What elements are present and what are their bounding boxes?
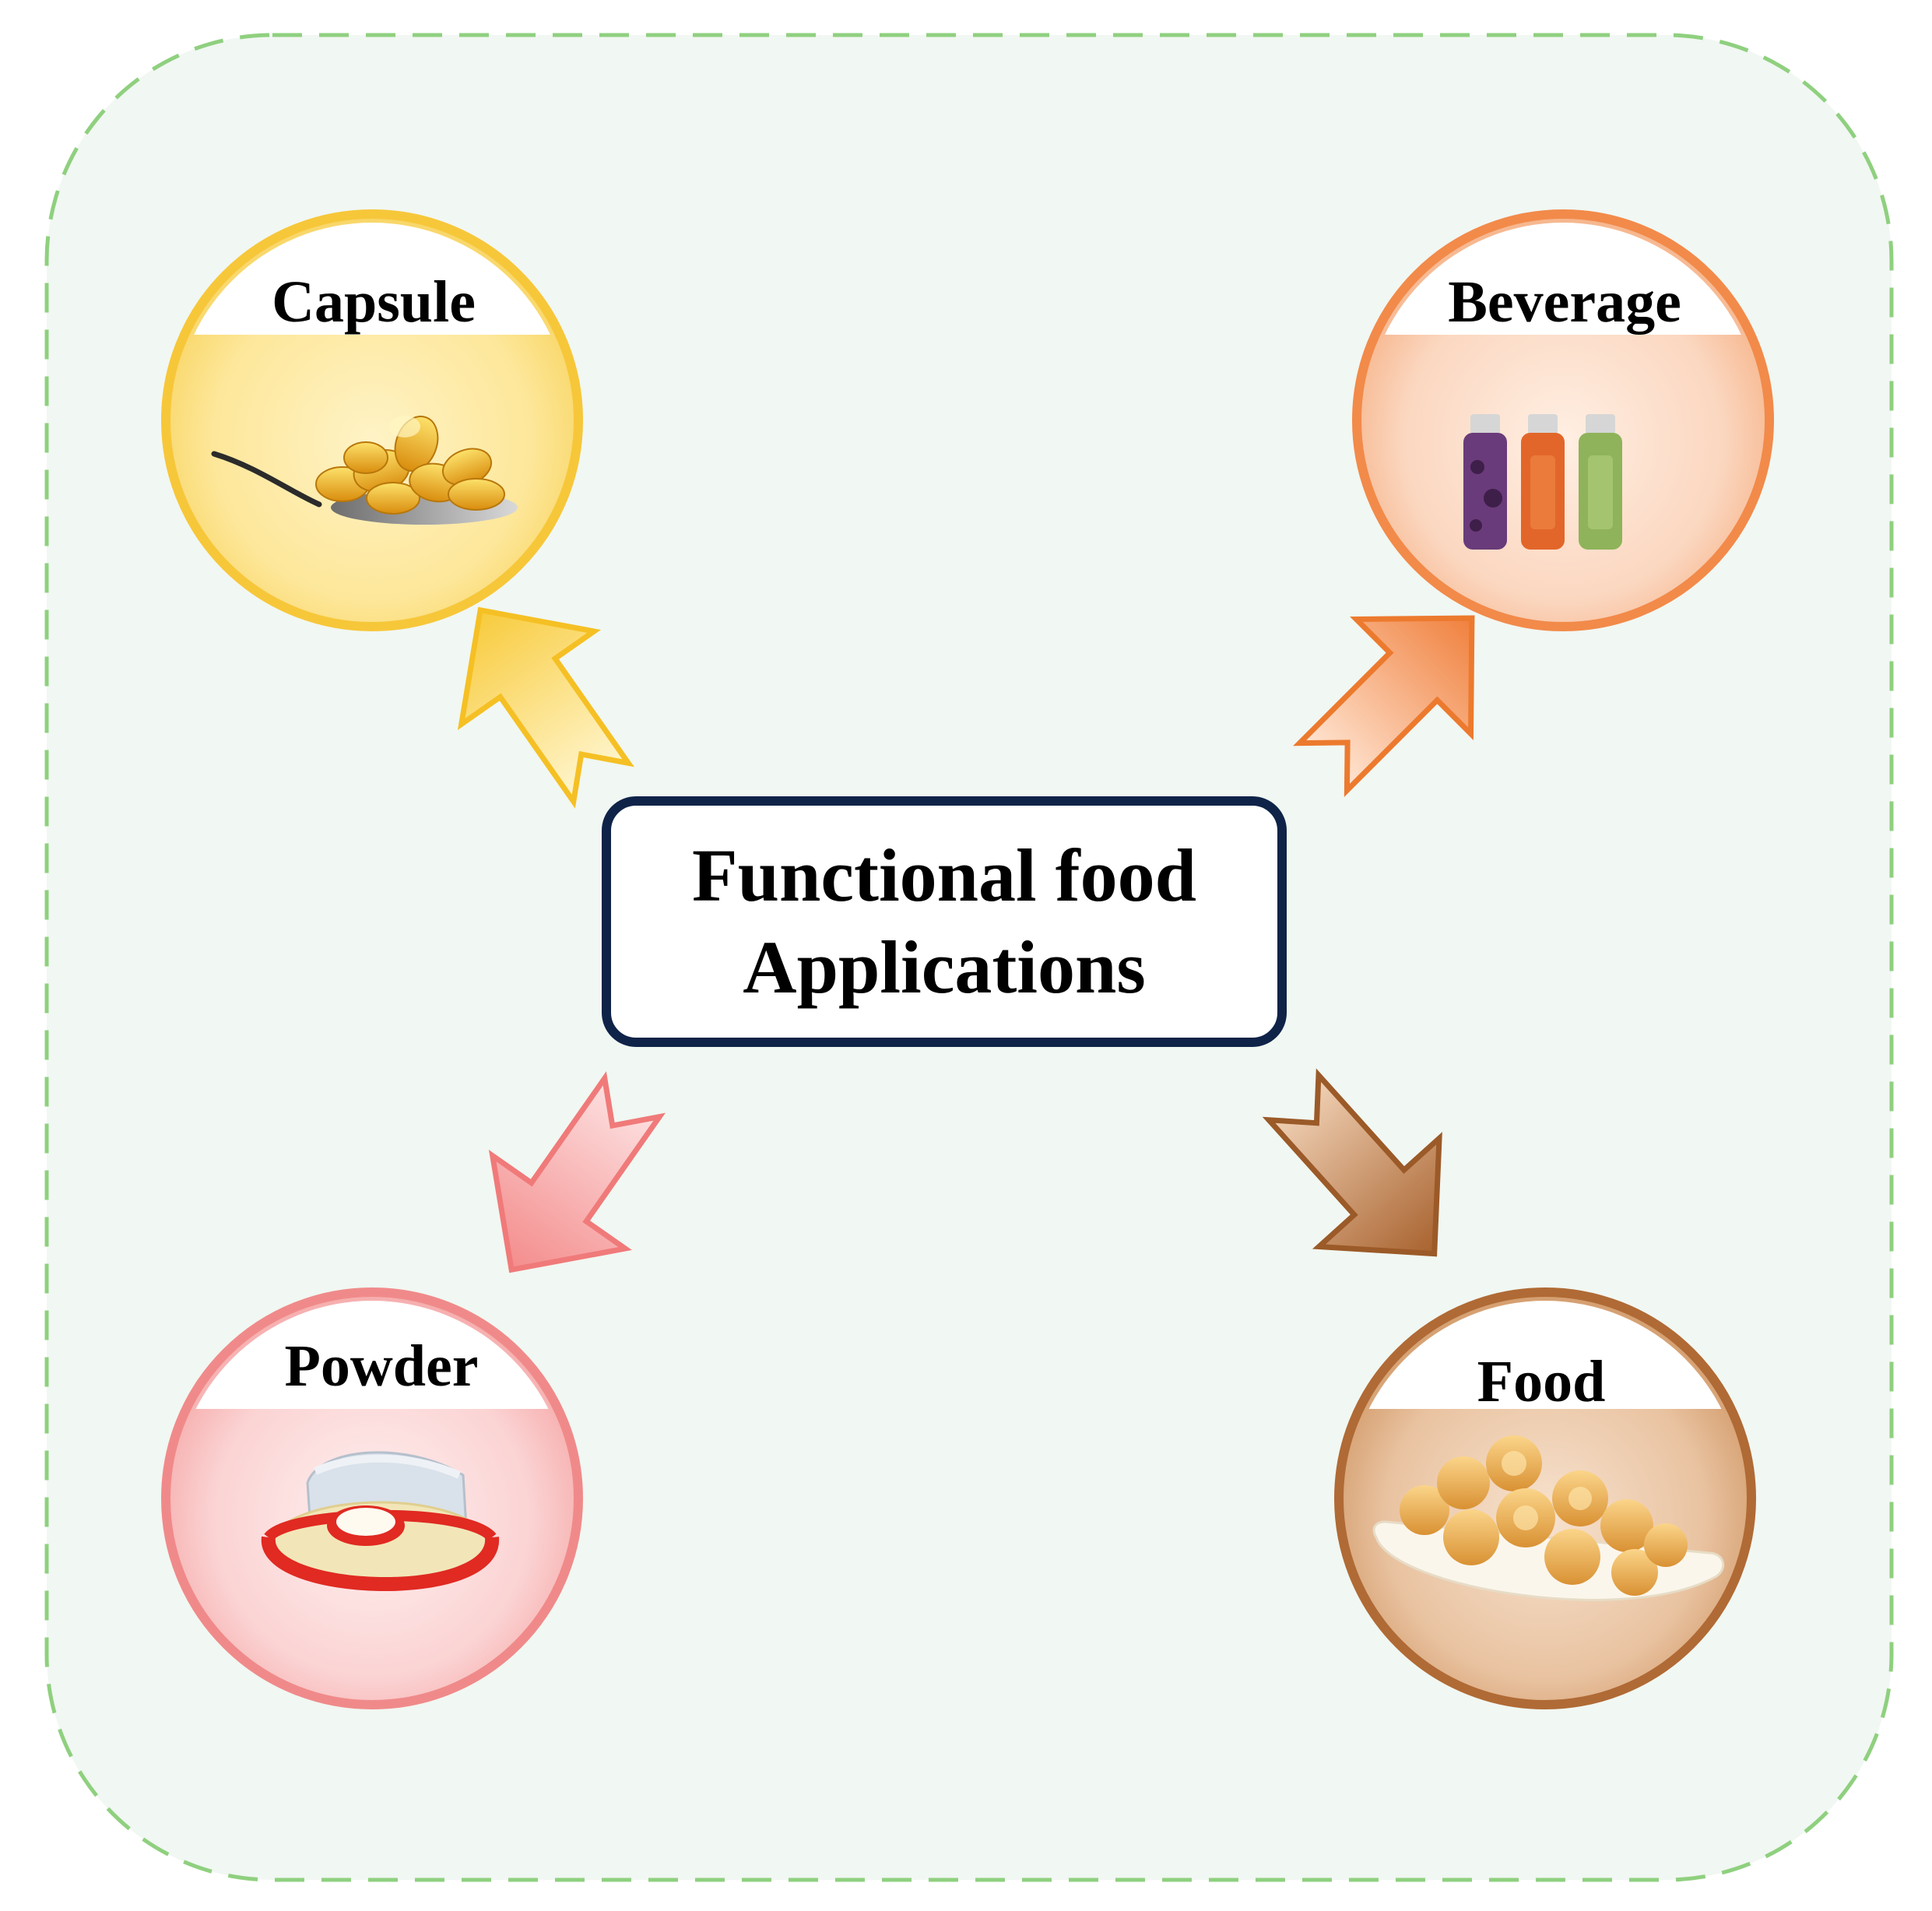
arrow-to-beverage (1293, 615, 1475, 797)
arrow-to-powder (488, 1071, 666, 1273)
powder-label: Powder (284, 1333, 479, 1399)
food-label: Food (1477, 1349, 1606, 1414)
juice-bottles-icon (1463, 414, 1622, 550)
arrow-to-food (1262, 1068, 1442, 1257)
arrow-to-capsule (457, 606, 635, 809)
powder-scoop-icon (261, 1451, 499, 1591)
capsule-label: Capsule (272, 269, 476, 335)
central-title-line-1: Functional food (691, 834, 1197, 917)
central-topic-box: Functional food Applications (602, 796, 1287, 1047)
beverage-label: Beverage (1448, 269, 1681, 335)
beverage-node-circle (1352, 209, 1774, 631)
cookies-plate-icon (1372, 1435, 1725, 1601)
capsules-on-spoon-icon (211, 416, 518, 525)
central-title-line-2: Applications (743, 926, 1146, 1009)
